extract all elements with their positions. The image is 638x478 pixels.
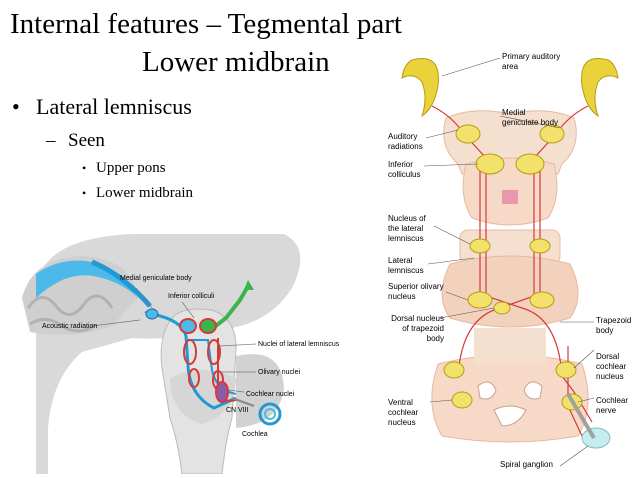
label-ventral-cochlear: Ventral cochlear nucleus: [388, 398, 419, 427]
label-superior-olivary: Superior olivary nucleus: [388, 282, 444, 301]
lateral-lemniscus-nucleus: [183, 339, 197, 365]
left-auditory-pathway-diagram: Medial geniculate body Inferior collicul…: [22, 234, 340, 474]
superior-olivary-nucleus: [529, 291, 555, 309]
inferior-colliculus-right: [199, 318, 217, 334]
bullet-dot-icon: •: [82, 186, 87, 200]
label-olivary-nuclei: Olivary nuclei: [258, 369, 300, 376]
medial-geniculate-nucleus: [455, 124, 481, 144]
bullet-text: Lower midbrain: [96, 185, 194, 201]
bullet-dash-icon: –: [46, 130, 56, 151]
medial-geniculate-nucleus: [539, 124, 565, 144]
acoustic-radiation-shape: [36, 260, 138, 298]
pons-shape: [441, 255, 579, 328]
slide-title-line1: Internal features – Tegmental part: [10, 8, 402, 40]
bullet-text: Lateral lemniscus: [36, 94, 192, 119]
green-arrowhead: [244, 280, 254, 290]
olivary-nucleus: [188, 368, 200, 388]
bullet-text: Upper pons: [96, 160, 166, 176]
medulla-inner-shape: [523, 381, 543, 400]
label-nucleus-lateral-lemniscus: Nucleus of the lateral lemniscus: [388, 214, 426, 243]
auditory-pathway-green: [206, 285, 250, 334]
auditory-cortex-right: [581, 58, 619, 118]
bullet-level2: –Seen: [46, 130, 105, 152]
auditory-pathway-line: [431, 105, 593, 423]
right-auditory-pathway-diagram: [401, 57, 619, 467]
cortex-folds: [29, 318, 95, 333]
acoustic-radiation-shape: [91, 259, 152, 308]
label-inferior-colliculus: Inferior colliculus: [388, 160, 421, 179]
bullet-level1: • Lateral lemniscus: [12, 94, 192, 120]
inferior-colliculus-nucleus: [515, 153, 545, 175]
inferior-colliculus-nucleus: [475, 153, 505, 175]
superior-olivary-nucleus: [467, 291, 493, 309]
ventral-cochlear-nucleus: [451, 391, 473, 409]
bullet-level3: • Lower midbrain: [82, 185, 193, 202]
medial-geniculate-nucleus: [145, 308, 159, 320]
label-inferior-colliculi: Inferior colliculi: [168, 293, 215, 300]
label-medial-geniculate: Medial geniculate body: [120, 275, 192, 282]
label-primary-auditory: Primary auditory area: [502, 52, 561, 71]
auditory-pathway-blue: [151, 312, 237, 410]
label-cochlea: Cochlea: [242, 431, 268, 438]
label-lateral-lemniscus: Lateral lemniscus: [388, 256, 424, 275]
auditory-cortex-left: [401, 58, 439, 118]
bullet-text: Seen: [68, 130, 105, 151]
label-cn-viii: CN VIII: [226, 407, 249, 414]
label-dorsal-trapezoid: Dorsal nucleus of trapezoid body: [391, 314, 444, 343]
label-cochlear-nerve: Cochlear nerve: [596, 396, 629, 415]
dorsal-cochlear-nucleus: [555, 361, 577, 379]
dorsal-trapezoid-nucleus: [493, 301, 511, 315]
label-acoustic-radiation: Acoustic radiation: [42, 323, 97, 330]
cochlear-nucleus: [215, 381, 229, 403]
label-dorsal-cochlear: Dorsal cochlear nucleus: [596, 352, 627, 381]
lateral-lemniscus-nucleus: [469, 238, 491, 254]
lateral-lemniscus-nucleus: [207, 339, 221, 365]
slide-title-line2: Lower midbrain: [142, 46, 330, 78]
label-auditory-radiations: Auditory radiations: [388, 132, 423, 151]
cochlear-nerve-shape: [566, 392, 596, 440]
cortex-folds: [26, 294, 114, 316]
connector-shape: [474, 328, 546, 364]
inferior-colliculus-left: [179, 318, 197, 334]
bullet-dot-icon: •: [12, 94, 20, 119]
dorsal-cochlear-nucleus: [443, 361, 465, 379]
decussation-mark: [502, 190, 518, 204]
cochlea-icon: [231, 397, 282, 426]
bullet-dot-icon: •: [82, 161, 87, 175]
label-trapezoid-body: Trapezoid body: [596, 316, 632, 335]
label-medial-geniculate: Medial geniculate body: [502, 108, 559, 127]
label-nuclei-lateral-lemniscus: Nuclei of lateral lemniscus: [258, 341, 340, 348]
bullet-level3: • Upper pons: [82, 160, 166, 177]
spiral-ganglion-shape: [581, 427, 611, 449]
medulla-inner-shape: [477, 381, 497, 400]
medulla-inner-shape: [493, 405, 527, 427]
label-spiral-ganglion: Spiral ganglion: [500, 460, 553, 469]
label-cochlear-nuclei: Cochlear nuclei: [246, 391, 295, 398]
lateral-lemniscus-nucleus: [529, 238, 551, 254]
